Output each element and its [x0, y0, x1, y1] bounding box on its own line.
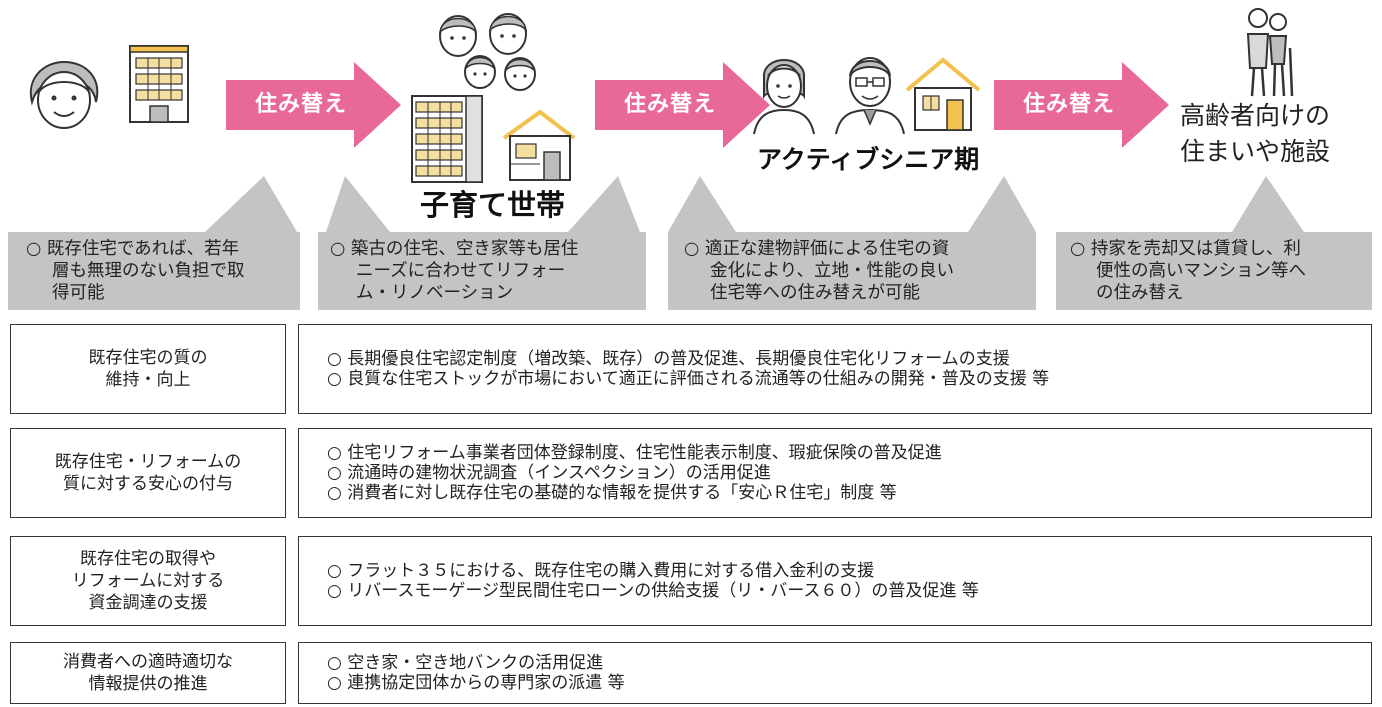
- stage-active-senior: アクティブシニア期: [757, 145, 980, 174]
- multistory-housing-icon: [411, 95, 483, 183]
- measure-label-box: 消費者への適時適切な 情報提供の推進: [10, 642, 286, 704]
- callout-line: 便性の高いマンション等へ: [1096, 261, 1306, 281]
- measure-label-box: 既存住宅の取得や リフォームに対する 資金調達の支援: [10, 536, 286, 626]
- callout-line: ニーズに合わせてリフォー: [356, 261, 566, 281]
- stage-elderly-line1: 高齢者向けの: [1179, 101, 1330, 130]
- move-arrow-2: 住み替え: [595, 62, 770, 148]
- callout-line: ○ 適正な建物評価による住宅の資: [684, 239, 950, 259]
- measure-item: ○ 消費者に対し既存住宅の基礎的な情報を提供する「安心Ｒ住宅」制度 等: [327, 483, 897, 503]
- stage-elderly-housing: 高齢者向けの 住まいや施設: [1170, 98, 1340, 170]
- callout-line: 層も無理のない負担で取: [52, 261, 245, 281]
- callout-bg-1: [8, 176, 1372, 310]
- callout-family: ○ 築古の住宅、空き家等も居住 ニーズに合わせてリフォー ム・リノベーション: [330, 238, 578, 304]
- stage-elderly-line2: 住まいや施設: [1179, 137, 1330, 166]
- measure-item: ○ 良質な住宅ストックが市場において適正に評価される流通等の仕組みの開発・普及の…: [327, 369, 1050, 389]
- move-arrow-1: 住み替え: [226, 62, 401, 148]
- measure-label: 既存住宅の取得や リフォームに対する 資金調達の支援: [72, 548, 225, 614]
- measure-desc-box: ○ 長期優良住宅認定制度（増改築、既存）の普及促進、長期優良住宅化リフォームの支…: [298, 324, 1372, 414]
- detached-house-icon: [502, 109, 576, 181]
- measure-label-line: 消費者への適時適切な: [63, 652, 233, 672]
- callout-line: 得可能: [52, 283, 105, 303]
- callout-elderly: ○ 持家を売却又は賃貸し、利 便性の高いマンション等へ の住み替え: [1070, 238, 1306, 304]
- measure-label-line: 既存住宅の取得や: [80, 549, 216, 569]
- callout-line: 金化により、立地・性能の良い: [710, 261, 954, 281]
- measure-item: ○ フラット３５における、既存住宅の購入費用に対する借入金利の支援: [327, 561, 875, 581]
- apartment-building-icon: [129, 45, 189, 123]
- measure-label-line: 既存住宅の質の: [88, 348, 208, 368]
- callout-line: ○ 既存住宅であれば、若年: [26, 239, 240, 259]
- move-arrow-label: 住み替え: [623, 92, 716, 117]
- small-house-icon: [905, 57, 981, 131]
- callout-line: ム・リノベーション: [356, 283, 514, 303]
- elderly-with-cane-icon: [1246, 8, 1294, 97]
- family-icon: [439, 13, 536, 91]
- measure-item: ○ 連携協定団体からの専門家の派遣 等: [327, 673, 625, 693]
- measure-desc-box: ○ 空き家・空き地バンクの活用促進 ○ 連携協定団体からの専門家の派遣 等: [298, 642, 1372, 704]
- stage-child-rearing: 子育て世帯: [420, 188, 566, 222]
- measure-label: 既存住宅の質の 維持・向上: [89, 347, 208, 391]
- measure-label-line: 情報提供の推進: [88, 674, 208, 694]
- measure-label-line: 質に対する安心の付与: [63, 474, 233, 494]
- measure-desc-box: ○ フラット３５における、既存住宅の購入費用に対する借入金利の支援 ○ リバース…: [298, 536, 1372, 626]
- measure-label-line: 資金調達の支援: [88, 593, 208, 613]
- measure-label-line: リフォームに対する: [71, 571, 225, 591]
- measure-label-box: 既存住宅・リフォームの 質に対する安心の付与: [10, 428, 286, 518]
- measure-item: ○ リバースモーゲージ型民間住宅ローンの供給支援（リ・バース６０）の普及促進 等: [327, 581, 979, 601]
- measure-label-line: 既存住宅・リフォームの: [54, 452, 242, 472]
- measure-item: ○ 長期優良住宅認定制度（増改築、既存）の普及促進、長期優良住宅化リフォームの支…: [327, 349, 1010, 369]
- measure-label: 消費者への適時適切な 情報提供の推進: [63, 651, 233, 695]
- measure-label-box: 既存住宅の質の 維持・向上: [10, 324, 286, 414]
- callout-line: の住み替え: [1096, 283, 1184, 303]
- move-arrow-label: 住み替え: [1022, 92, 1115, 117]
- callout-young: ○ 既存住宅であれば、若年 層も無理のない負担で取 得可能: [26, 238, 245, 304]
- measure-desc-box: ○ 住宅リフォーム事業者団体登録制度、住宅性能表示制度、瑕疵保険の普及促進 ○ …: [298, 428, 1372, 518]
- move-arrow-3: 住み替え: [994, 62, 1169, 148]
- callout-line: ○ 持家を売却又は賃貸し、利: [1070, 239, 1301, 259]
- callout-line: ○ 築古の住宅、空き家等も居住: [330, 239, 579, 259]
- measure-label: 既存住宅・リフォームの 質に対する安心の付与: [55, 451, 242, 495]
- move-arrow-label: 住み替え: [254, 92, 347, 117]
- callout-active-senior: ○ 適正な建物評価による住宅の資 金化により、立地・性能の良い 住宅等への住み替…: [684, 238, 954, 304]
- senior-couple-icon: [753, 57, 905, 135]
- callout-line: 住宅等への住み替えが可能: [710, 283, 920, 303]
- young-person-icon: [29, 60, 99, 129]
- measure-item: ○ 流通時の建物状況調査（インスペクション）の活用促進: [327, 463, 771, 483]
- measure-item: ○ 住宅リフォーム事業者団体登録制度、住宅性能表示制度、瑕疵保険の普及促進: [327, 443, 942, 463]
- measure-item: ○ 空き家・空き地バンクの活用促進: [327, 653, 604, 673]
- measure-label-line: 維持・向上: [105, 370, 191, 390]
